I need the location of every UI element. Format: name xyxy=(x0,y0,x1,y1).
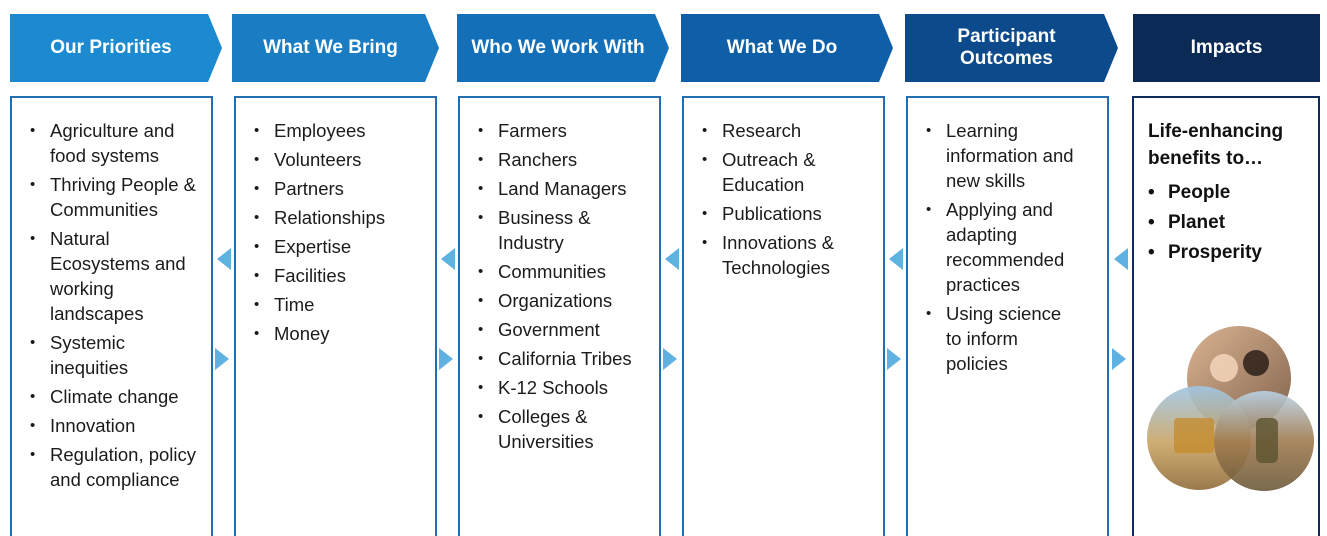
header-label: What We Bring xyxy=(263,37,398,58)
list-item: Agriculture and food systems xyxy=(30,118,205,168)
list-item: Publications xyxy=(702,201,877,226)
list-item: Employees xyxy=(254,118,429,143)
list-item: Regulation, policy and compliance xyxy=(30,442,205,492)
impacts-lead: Life-enhancing benefits to… xyxy=(1148,121,1284,169)
what-we-do-list: Research Outreach & Education Publicatio… xyxy=(702,118,877,284)
list-item: K-12 Schools xyxy=(478,375,653,400)
header-who-we-work-with: Who We Work With xyxy=(457,14,669,82)
column-what-we-do: Research Outreach & Education Publicatio… xyxy=(682,96,885,536)
connector-left-arrow xyxy=(1114,248,1128,270)
list-item: Money xyxy=(254,321,429,346)
connector-right-arrow xyxy=(215,348,229,370)
header-participant-outcomes: Participant Outcomes xyxy=(905,14,1118,82)
header-label: Our Priorities xyxy=(50,37,172,58)
list-item: Using science to inform policies xyxy=(926,301,1077,376)
list-item: Colleges & Universities xyxy=(478,404,653,454)
list-item: California Tribes xyxy=(478,346,653,371)
header-impacts: Impacts xyxy=(1133,14,1320,82)
header-what-we-bring: What We Bring xyxy=(232,14,439,82)
list-item: Business & Industry xyxy=(478,205,653,255)
list-item: Learning information and new skills xyxy=(926,118,1077,193)
column-who-we-work-with: Farmers Ranchers Land Managers Business … xyxy=(458,96,661,536)
list-item: Climate change xyxy=(30,384,205,409)
list-item: Farmers xyxy=(478,118,653,143)
header-label: Impacts xyxy=(1190,37,1263,58)
list-item: Thriving People & Communities xyxy=(30,172,205,222)
list-item: Outreach & Education xyxy=(702,147,877,197)
list-item: Land Managers xyxy=(478,176,653,201)
list-item: Innovations & Technologies xyxy=(702,230,877,280)
column-impacts: Life-enhancing benefits to… People Plane… xyxy=(1132,96,1320,536)
connector-right-arrow xyxy=(1112,348,1126,370)
priorities-list: Agriculture and food systems Thriving Pe… xyxy=(30,118,205,496)
bring-list: Employees Volunteers Partners Relationsh… xyxy=(254,118,429,350)
list-item: Expertise xyxy=(254,234,429,259)
list-item: Time xyxy=(254,292,429,317)
header-label: Who We Work With xyxy=(471,37,645,58)
list-item: Communities xyxy=(478,259,653,284)
impacts-list: People Planet Prosperity xyxy=(1148,178,1262,268)
connector-left-arrow xyxy=(665,248,679,270)
column-what-we-bring: Employees Volunteers Partners Relationsh… xyxy=(234,96,437,536)
header-our-priorities: Our Priorities xyxy=(10,14,222,82)
column-our-priorities: Agriculture and food systems Thriving Pe… xyxy=(10,96,213,536)
connector-right-arrow xyxy=(887,348,901,370)
list-item: Organizations xyxy=(478,288,653,313)
list-item: People xyxy=(1148,178,1262,208)
list-item: Natural Ecosystems and working landscape… xyxy=(30,226,205,326)
list-item: Government xyxy=(478,317,653,342)
connector-right-arrow xyxy=(663,348,677,370)
column-participant-outcomes: Learning information and new skills Appl… xyxy=(906,96,1109,536)
work-with-list: Farmers Ranchers Land Managers Business … xyxy=(478,118,653,458)
list-item: Volunteers xyxy=(254,147,429,172)
venn-photo-collage xyxy=(1144,323,1314,493)
list-item: Innovation xyxy=(30,413,205,438)
list-item: Partners xyxy=(254,176,429,201)
list-item: Systemic inequities xyxy=(30,330,205,380)
list-item: Research xyxy=(702,118,877,143)
list-item: Prosperity xyxy=(1148,238,1262,268)
list-item: Facilities xyxy=(254,263,429,288)
header-label: What We Do xyxy=(726,37,838,58)
header-label: Participant Outcomes xyxy=(957,26,1056,69)
connector-right-arrow xyxy=(439,348,453,370)
header-what-we-do: What We Do xyxy=(681,14,893,82)
list-item: Ranchers xyxy=(478,147,653,172)
outcomes-list: Learning information and new skills Appl… xyxy=(926,118,1077,380)
list-item: Applying and adapting recommended practi… xyxy=(926,197,1077,297)
connector-left-arrow xyxy=(441,248,455,270)
list-item: Planet xyxy=(1148,208,1262,238)
connector-left-arrow xyxy=(217,248,231,270)
connector-left-arrow xyxy=(889,248,903,270)
list-item: Relationships xyxy=(254,205,429,230)
